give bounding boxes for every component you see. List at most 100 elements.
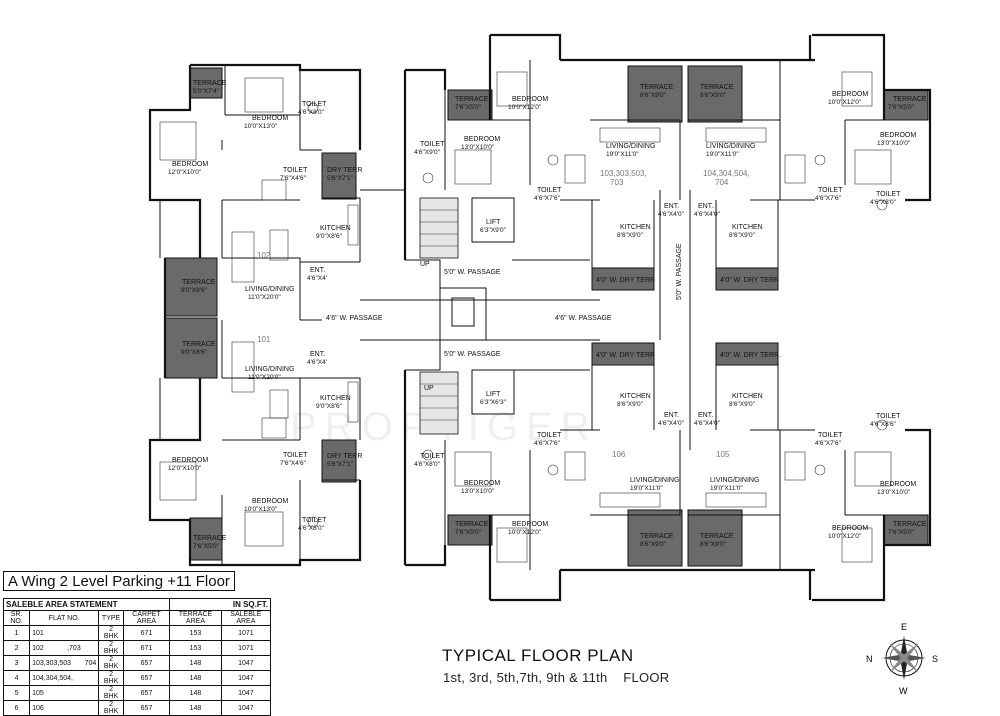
table-cell: 103,303,503 704 bbox=[29, 655, 100, 671]
room-label: BEDROOM bbox=[832, 91, 868, 98]
room-label: LIFT bbox=[486, 219, 501, 226]
plan-subtitle: 1st, 3rd, 5th,7th, 9th & 11th FLOOR bbox=[443, 670, 670, 685]
room-label: TOILET bbox=[876, 413, 901, 420]
room-dimension: 4'6"X8'0" bbox=[298, 525, 325, 532]
table-cell: 148 bbox=[169, 670, 222, 686]
passage-label: 4'6" W. PASSAGE bbox=[326, 315, 383, 322]
table-row: 6 106 2 BHK 657 148 1047 bbox=[2, 700, 272, 716]
room-dimension: 6'3"X9'0" bbox=[480, 227, 507, 234]
staircase bbox=[419, 371, 459, 435]
table-caption: SALEBLE AREA STATEMENT bbox=[2, 598, 171, 611]
room-dimension: 4'6"X4'0" bbox=[658, 420, 685, 427]
room-label: TOILET bbox=[283, 452, 308, 459]
room-label: LIVING/DINING bbox=[606, 143, 655, 150]
room-label: BEDROOM bbox=[252, 498, 288, 505]
column-header: SR. NO. bbox=[2, 610, 31, 626]
right-bottom-wing: 4'0" W. DRY TERR 4'0" W. DRY TERR. KITCH… bbox=[405, 342, 932, 602]
room-dimension: 5'6"X7'1" bbox=[327, 175, 354, 182]
room-label: TERRACE bbox=[640, 533, 674, 540]
table-cell: 148 bbox=[169, 700, 222, 716]
passage-label: 5'0" W. PASSAGE bbox=[444, 269, 501, 276]
room-label: KITCHEN bbox=[732, 393, 763, 400]
room-label: TOILET bbox=[818, 432, 843, 439]
table-cell: 671 bbox=[122, 625, 171, 641]
table-cell: 2 BHK bbox=[98, 670, 124, 686]
room-label: TERRACE bbox=[640, 84, 674, 91]
table-cell: 153 bbox=[169, 640, 222, 656]
flat-number: 105 bbox=[716, 450, 730, 459]
room-label: ENT. bbox=[310, 267, 325, 274]
room-label: KITCHEN bbox=[620, 224, 651, 231]
room-label: DRY TERR bbox=[327, 167, 362, 174]
room-label: LIVING/DINING bbox=[710, 477, 759, 484]
room-label: BEDROOM bbox=[512, 96, 548, 103]
room-dimension: 8'6"X9'0" bbox=[617, 232, 644, 239]
column-header: FLAT NO. bbox=[29, 610, 100, 626]
table-cell: 153 bbox=[169, 625, 222, 641]
table-cell: 6 bbox=[2, 700, 31, 716]
room-label: LIVING/DINING bbox=[245, 366, 294, 373]
room-dimension: 12'0"X10'0" bbox=[168, 465, 202, 472]
room-label: BEDROOM bbox=[880, 132, 916, 139]
table-row: 1 101 2 BHK 671 153 1071 bbox=[2, 625, 272, 641]
room-dimension: 9'0"X8'6" bbox=[181, 287, 208, 294]
room-dimension: 11'0"X20'0" bbox=[248, 294, 281, 301]
flat-number: 103,303,503, bbox=[600, 169, 647, 178]
room-dimension: 7'6"X5'0" bbox=[455, 104, 482, 111]
room-label: ENT. bbox=[698, 203, 713, 210]
room-dimension: 10'0"X12'0" bbox=[508, 529, 542, 536]
table-cell: 1047 bbox=[220, 700, 272, 716]
table-cell: 148 bbox=[169, 655, 222, 671]
room-label: TOILET bbox=[818, 187, 843, 194]
room-dimension: 8'6"X9'0" bbox=[640, 541, 667, 548]
room-dimension: 12'0"X10'0" bbox=[168, 169, 202, 176]
room-label: LIVING/DINING bbox=[706, 143, 755, 150]
room-label: ENT. bbox=[310, 351, 325, 358]
room-label: TERRACE bbox=[193, 80, 227, 87]
room-label: LIVING/DINING bbox=[630, 477, 679, 484]
room-dimension: 13'0"X10'0" bbox=[877, 140, 911, 147]
room-label: TOILET bbox=[420, 453, 445, 460]
room-label: TOILET bbox=[537, 187, 562, 194]
terrace-dark bbox=[164, 317, 218, 379]
table-cell: 657 bbox=[122, 685, 171, 701]
room-label: TOILET bbox=[283, 167, 308, 174]
table-cell: 1047 bbox=[220, 670, 272, 686]
room-dimension: 7'6"X4'6" bbox=[280, 460, 307, 467]
terrace-dark bbox=[164, 257, 218, 317]
table-cell: 1071 bbox=[220, 625, 272, 641]
table-row: 4 104,304,504, 2 BHK 657 148 1047 bbox=[2, 670, 272, 686]
compass-south: S bbox=[932, 654, 938, 664]
room-dimension: 9'0"X8'6" bbox=[181, 349, 208, 356]
table-cell: 1 bbox=[2, 625, 31, 641]
wing-title: A Wing 2 Level Parking +11 Floor bbox=[3, 571, 235, 591]
table-row: 3 103,303,503 704 2 BHK 657 148 1047 bbox=[2, 655, 272, 671]
compass-west: W bbox=[899, 686, 908, 696]
table-cell: 105 bbox=[29, 685, 100, 701]
core: UP UP LIFT 6'3"X9'0" LIFT 6'3"X6'3" 5'0"… bbox=[360, 70, 691, 565]
room-label: TOILET bbox=[302, 101, 327, 108]
table-cell: 657 bbox=[122, 655, 171, 671]
room-dimension: 4'6"X4' bbox=[307, 359, 327, 366]
room-dimension: 4'6"X8'6" bbox=[870, 421, 897, 428]
table-cell: 671 bbox=[122, 640, 171, 656]
table-row: 5 105 2 BHK 657 148 1047 bbox=[2, 685, 272, 701]
room-dimension: 9'0"X8'6" bbox=[316, 233, 343, 240]
room-label: 4'0" W. DRY TERR bbox=[596, 277, 655, 284]
passage-label: 4'6" W. PASSAGE bbox=[555, 315, 612, 322]
room-dimension: 10'0"X13'0" bbox=[244, 123, 278, 130]
terrace-dark bbox=[189, 517, 223, 561]
room-label: TERRACE bbox=[193, 535, 227, 542]
room-dimension: 7'6"X5'0" bbox=[193, 543, 220, 550]
room-label: TOILET bbox=[420, 141, 445, 148]
table-cell: 4 bbox=[2, 670, 31, 686]
room-label: KITCHEN bbox=[620, 393, 651, 400]
room-dimension: 4'6"X8'0" bbox=[870, 199, 897, 206]
room-label: BEDROOM bbox=[832, 525, 868, 532]
compass-east: E bbox=[901, 622, 907, 632]
room-dimension: 7'6"X4'6" bbox=[280, 175, 307, 182]
plan-title: TYPICAL FLOOR PLAN bbox=[442, 646, 634, 665]
passage-label: 5'0" W. PASSAGE bbox=[444, 351, 501, 358]
column-header: SALEBLE AREA bbox=[220, 610, 272, 626]
lift-shaft bbox=[471, 197, 515, 243]
